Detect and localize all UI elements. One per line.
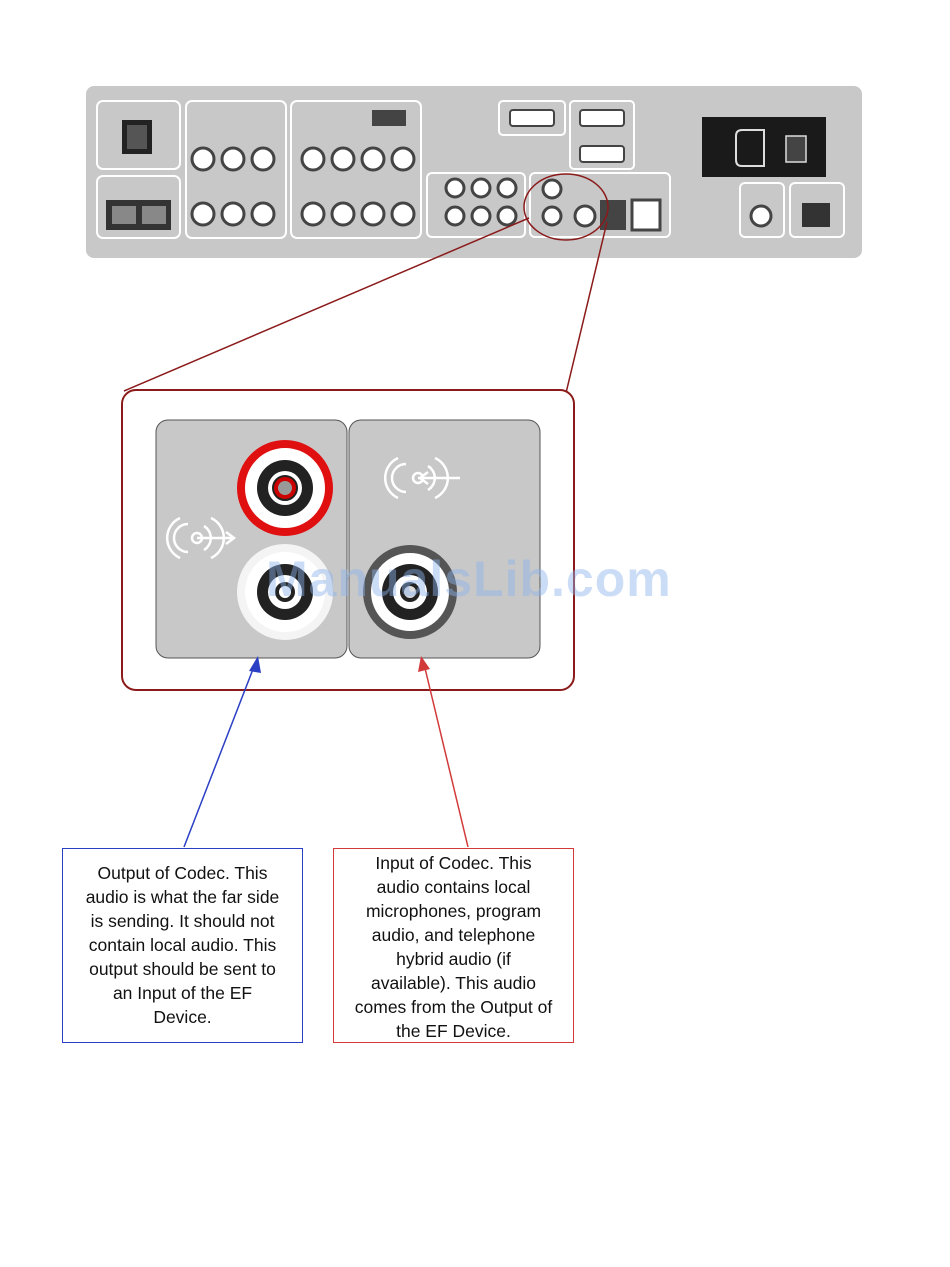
input-arrow: [418, 656, 469, 848]
output-arrow: [183, 656, 261, 848]
watermark: ManualsLib.com: [266, 551, 672, 607]
input-callout: Input of Codec. This audio contains loca…: [333, 848, 574, 1043]
audio-output-icon: [165, 516, 237, 560]
white-output-jack: [237, 544, 333, 640]
zoomed-audio-panel: [121, 389, 575, 691]
rear-panel: [86, 86, 862, 258]
output-callout: Output of Codec. This audio is what the …: [62, 848, 303, 1043]
audio-input-icon: [383, 456, 460, 500]
zoom-indicator: [123, 173, 609, 394]
input-jack: [363, 545, 457, 639]
red-output-jack: [237, 440, 333, 536]
